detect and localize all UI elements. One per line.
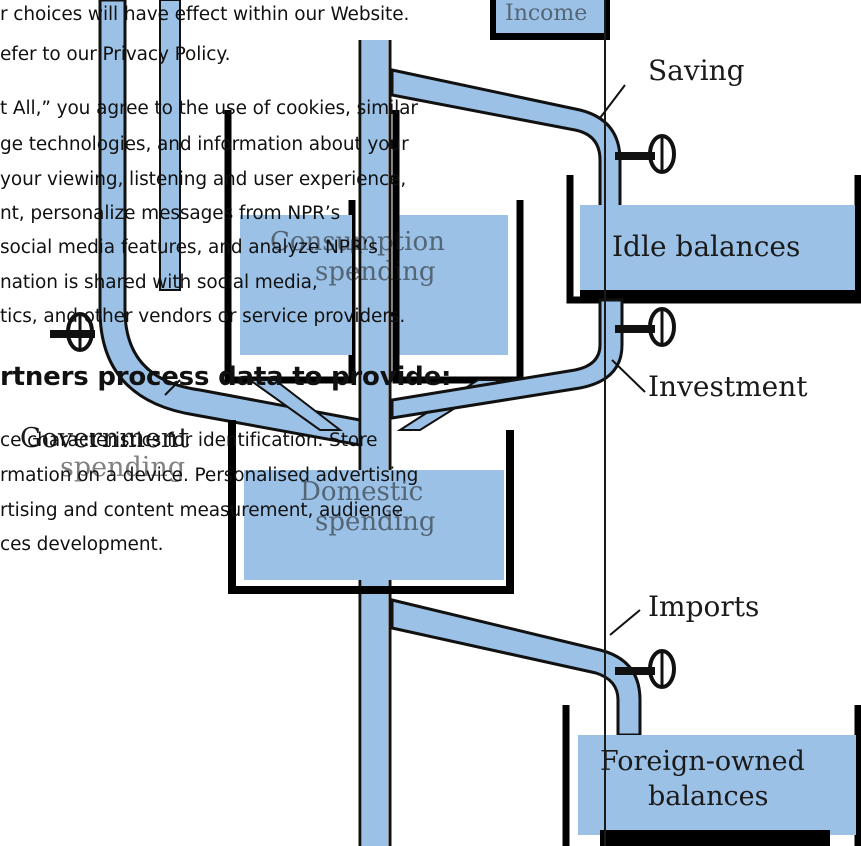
saving-pipe [390,68,622,217]
consent-paragraph-line: t All,” you agree to the use of cookies,… [0,98,418,119]
consent-paragraph-line: r choices will have effect within our We… [0,4,410,25]
domestic-tank: Domestic spending [228,420,514,594]
consent-paragraph-line: nation is shared with social media, [0,272,318,293]
consent-paragraph-line: tics, and other vendors or service provi… [0,306,406,327]
partners-heading: rtners process data to provide: [0,362,452,392]
top-tank: Income [490,0,610,40]
consent-paragraph-line: nt, personalize messages from NPR’s [0,203,341,224]
imports-pipe [390,598,642,737]
foreign-owned-label-line1: Foreign-owned [600,746,805,777]
purposes-line: ce characteristics for identification. S… [0,430,378,451]
government-pipe [98,0,362,447]
consent-paragraph-line: ge technologies, and information about y… [0,134,409,155]
valve-icon [615,649,676,689]
overlay-divider [604,0,606,846]
foreign-owned-tank: Foreign-owned balances [562,705,861,846]
consumption-label-line1: Consumption [270,227,445,257]
valve-icon [615,307,676,347]
investment-label: Investment [648,370,808,403]
top-tank-label: Income [505,1,587,26]
purposes-line: ces development. [0,534,164,555]
consent-paragraph-line: social media features, and analyze NPR’s [0,237,378,258]
foreign-owned-label-line2: balances [648,781,768,812]
idle-balances-label: Idle balances [612,230,800,263]
purposes-line: rtising and content measurement, audienc… [0,500,403,521]
consent-paragraph-line: your viewing, listening and user experie… [0,169,407,190]
valve-icon [50,312,95,352]
idle-balances-tank: Idle balances [566,175,861,304]
label-leaders [164,84,646,636]
government-label-line2: spending [60,452,185,483]
imports-label: Imports [648,590,759,623]
saving-label: Saving [648,54,745,87]
investment-pipe [390,298,624,420]
consumption-label-line2: spending [315,257,435,287]
consumption-tank: Consumption spending [224,110,524,384]
privacy-policy-link[interactable]: efer to our Privacy Policy. [0,44,231,65]
purposes-line: rmation on a device. Personalised advert… [0,465,419,486]
valve-icon [615,134,676,174]
domestic-label-line1: Domestic [300,477,423,507]
government-label-line1: Government [20,423,189,454]
domestic-label-line2: spending [315,507,435,537]
